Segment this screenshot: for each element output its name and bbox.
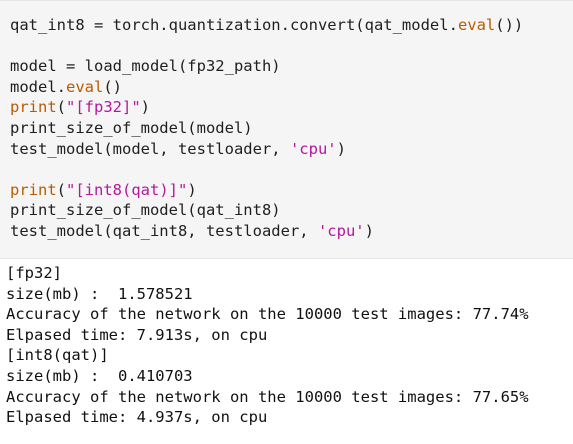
code-token: () [103,77,122,96]
code-token: print [10,98,57,117]
code-token: print_size_of_model(qat_int8) [10,201,281,220]
output-line: [fp32] [6,264,62,282]
code-cell[interactable]: qat_int8 = torch.quantization.convert(qa… [0,0,573,259]
code-token: ()) [495,16,524,34]
code-line: print("[int8(qat)]") [10,180,523,201]
code-token: eval [66,77,104,96]
code-token: ) [364,221,374,240]
code-token: 'cpu' [289,139,337,158]
output-line: size(mb) : 1.578521 [6,284,193,303]
code-line: print_size_of_model(qat_int8) [10,200,523,221]
code-token: print_size_of_model(model) [10,118,253,137]
output-line: Accuracy of the network on the 10000 tes… [6,387,529,406]
code-line: test_model(model, testloader, 'cpu') [10,139,523,160]
output-line: Elpased time: 7.913s, on cpu [6,325,268,344]
output-line: Elpased time: 4.937s, on cpu [6,408,268,427]
code-line: print("[fp32]") [10,97,523,118]
code-token: qat_int8 = torch.quantization.convert(qa… [10,16,458,34]
code-token: eval [457,16,496,34]
code-token: test_model(qat_int8, testloader, [10,221,318,240]
code-token: ) [140,98,151,117]
code-token: model = load_model(fp32_path) [10,57,281,76]
output-line: Accuracy of the network on the 10000 tes… [6,305,529,324]
code-line [10,159,523,180]
code-token: "[int8(qat)]" [66,180,188,199]
code-token: ( [56,98,67,117]
code-line: print_size_of_model(model) [10,118,523,139]
code-token: ) [187,180,197,199]
code-token: ) [336,139,346,158]
code-token: print [10,180,57,199]
code-token: ( [56,180,67,199]
code-token: 'cpu' [317,221,365,240]
code-token: model. [10,77,66,96]
code-line [10,36,523,57]
output-line: size(mb) : 0.410703 [6,366,193,385]
code-line: test_model(qat_int8, testloader, 'cpu') [10,221,523,242]
code-line: model.eval() [10,77,523,98]
code-line: model = load_model(fp32_path) [10,56,523,77]
code-editor[interactable]: qat_int8 = torch.quantization.convert(qa… [10,15,523,242]
code-line: qat_int8 = torch.quantization.convert(qa… [10,15,523,36]
code-token: test_model(model, testloader, [10,139,290,158]
code-token: "[fp32]" [66,98,141,117]
output-line: [int8(qat)] [6,346,109,365]
